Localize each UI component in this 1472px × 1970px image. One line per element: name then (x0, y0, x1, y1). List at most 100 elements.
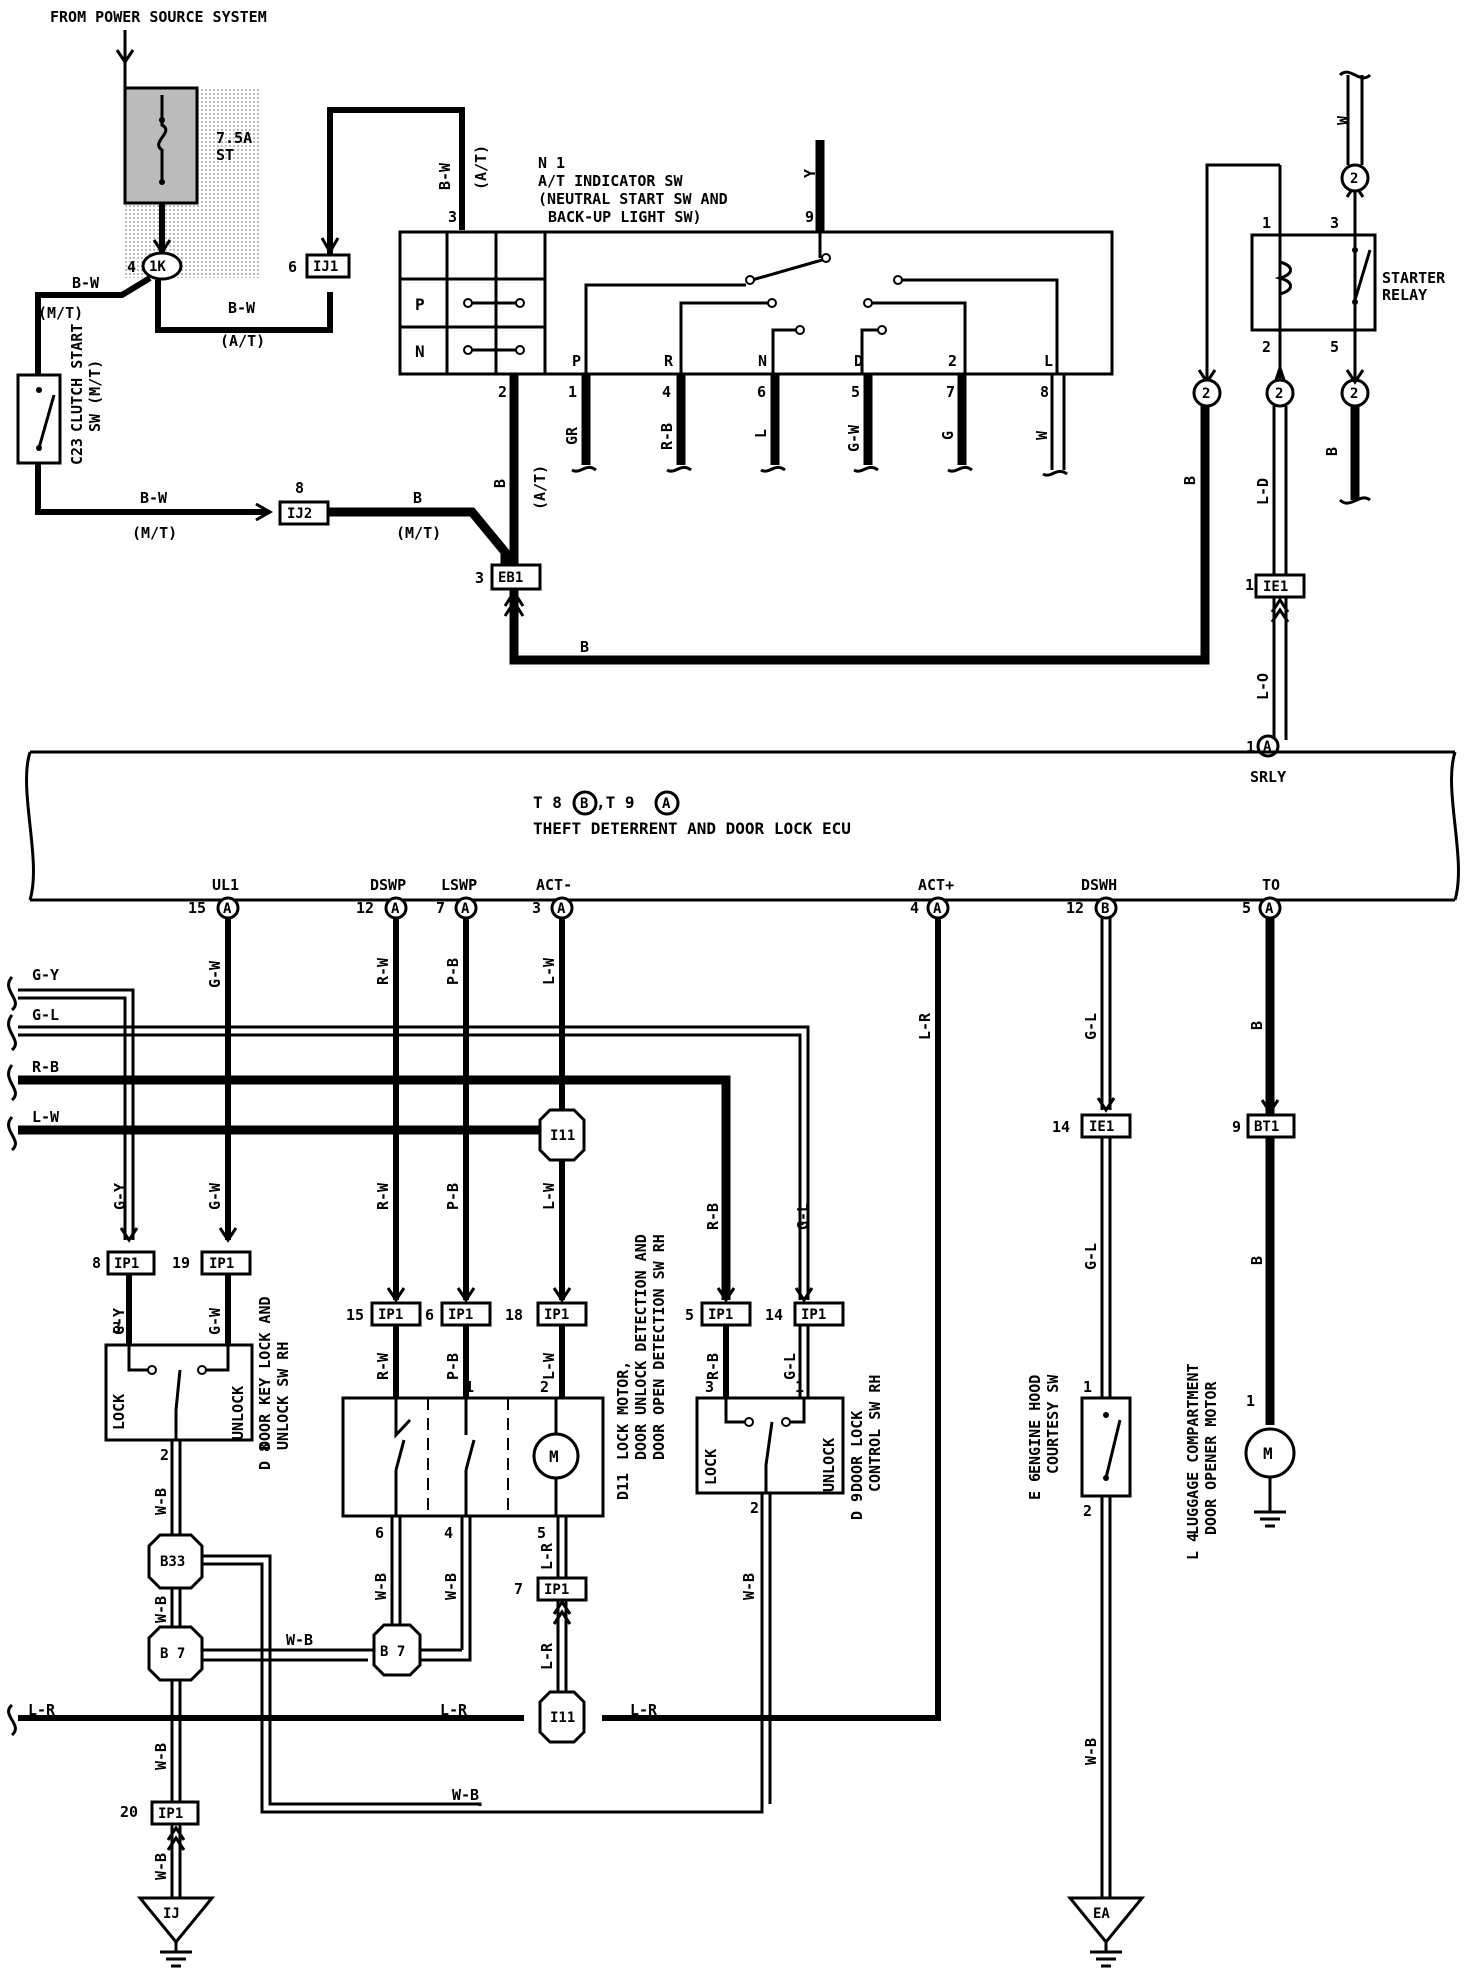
connector-2-top (1340, 163, 1370, 193)
n1-pos-p: P (572, 352, 581, 370)
connector-b7 (372, 1623, 422, 1677)
wire-wb (170, 1440, 182, 1535)
ground-symbol (1090, 1942, 1122, 1968)
connector-b7 (147, 1625, 204, 1682)
wire-gl (1100, 918, 1112, 1110)
ecu-term-act-plus: ACT+ (918, 876, 954, 894)
pin-8: 8 (92, 1254, 101, 1272)
d9-id: D 9 (848, 1493, 866, 1520)
connector-i11-label: I11 (550, 1710, 575, 1726)
pin-6: 6 (288, 258, 297, 276)
pin-9: 9 (1232, 1118, 1241, 1136)
pin-9: 9 (805, 208, 814, 226)
connector-ip1-label: IP1 (544, 1582, 569, 1598)
pin-2: 2 (160, 1446, 169, 1464)
pin-12: 12 (1066, 899, 1084, 917)
ecu-circ-a: A (662, 796, 671, 812)
circ-a: A (1263, 739, 1272, 755)
circ-a: A (933, 901, 942, 917)
wire-d8-in (126, 1274, 231, 1350)
l4-line2: DOOR OPENER MOTOR (1202, 1381, 1220, 1535)
connector-ip1 (150, 1800, 200, 1826)
e6-switch (1103, 1412, 1122, 1481)
connector-1k (141, 251, 183, 281)
n1-pos-r: R (664, 352, 674, 370)
wire-label-b: B (491, 479, 509, 488)
pin-7: 7 (514, 1580, 523, 1598)
n1-pin-1: 1 (568, 383, 577, 401)
circ-a: A (557, 901, 566, 917)
wire-label-gy: G-Y (111, 1183, 129, 1210)
switch-contact (36, 387, 42, 393)
conn-2: 2 (1275, 386, 1283, 402)
at-label: (A/T) (472, 145, 490, 190)
ecu-term-dswh: DSWH (1081, 876, 1117, 894)
wire-label-wb: W-B (442, 1573, 460, 1600)
ground-symbol (160, 1942, 192, 1968)
n1-pin-5: 5 (851, 383, 860, 401)
ecu-term-lswp: LSWP (441, 876, 477, 894)
wire-label-b: B (1248, 1256, 1266, 1265)
pin-1: 1 (795, 1378, 804, 1396)
wire-wb (170, 1680, 182, 1804)
connector-ij2-label: IJ2 (287, 506, 312, 522)
d9-line2: CONTROL SW RH (866, 1375, 884, 1492)
mt-label: (M/T) (132, 524, 177, 542)
connector-2-mid (1265, 378, 1295, 408)
connector-eb1-label: EB1 (498, 570, 523, 586)
d8-unlock: UNLOCK (229, 1386, 247, 1440)
wire-label-wb: W-B (152, 1743, 170, 1770)
n1-id: N 1 (538, 154, 565, 172)
wire-label-rw: R-W (374, 1352, 392, 1380)
l4-ground (1254, 1477, 1286, 1528)
wire-label-wb: W-B (152, 1488, 170, 1515)
conn-2: 2 (1202, 386, 1210, 402)
ecu-conn-a-title (654, 790, 680, 816)
pin-8: 8 (295, 479, 304, 497)
c23-id: C23 (68, 438, 86, 465)
n1-contacts (463, 298, 525, 355)
l4-id: L 4 (1184, 1533, 1202, 1560)
connector-ip1-label: IP1 (209, 1256, 234, 1272)
wire-label-gy: G-Y (110, 1308, 128, 1335)
circ-a: A (461, 901, 470, 917)
connector-ip1-label: IP1 (448, 1307, 473, 1323)
wire-label-wb: W-B (452, 1786, 479, 1804)
pin-15: 15 (188, 899, 206, 917)
ecu-term-dswp: DSWP (370, 876, 406, 894)
connector-b33-label: B33 (160, 1554, 185, 1570)
wire-label-lr: L-R (440, 1701, 468, 1719)
ground-ij (136, 1896, 216, 1945)
wire-label-rw: R-W (374, 957, 392, 985)
wire-break (7, 1703, 17, 1737)
connector-ie1 (1254, 573, 1306, 599)
wire-label-gl: G-L (1082, 1013, 1100, 1040)
switch-blade (37, 394, 56, 449)
power-arrow (115, 49, 135, 65)
pin-18: 18 (505, 1306, 523, 1324)
bus-wires (7, 975, 810, 1300)
wire-break (1338, 496, 1371, 505)
wire-d11-in (393, 1325, 565, 1398)
mt-label: (M/T) (38, 304, 83, 322)
n1-line2: (NEUTRAL START SW AND (538, 190, 728, 208)
pin-6: 6 (375, 1524, 384, 1542)
fuse-rating: 7.5A (216, 129, 252, 147)
connector-b7-label: B 7 (380, 1644, 405, 1660)
wire-label-lr: L-R (28, 1701, 56, 1719)
wire-label-bw: B-W (72, 274, 100, 292)
wire-relay-feed (1205, 163, 1280, 382)
eb1-double-arrow (503, 589, 525, 617)
pin-2: 2 (750, 1499, 759, 1517)
ecu-break-right (1450, 751, 1460, 901)
n1-wire-l: L (752, 429, 770, 438)
d9-unlock: UNLOCK (820, 1438, 838, 1492)
ecu-term-to: TO (1262, 876, 1280, 894)
motor-label: M (549, 1447, 559, 1466)
ground-ea-label: EA (1093, 1906, 1110, 1922)
bus-gy: G-Y (32, 966, 59, 984)
wire-wb-e6 (1100, 1496, 1112, 1905)
wire-label-wb: W-B (1082, 1738, 1100, 1765)
pin-5: 5 (537, 1524, 546, 1542)
